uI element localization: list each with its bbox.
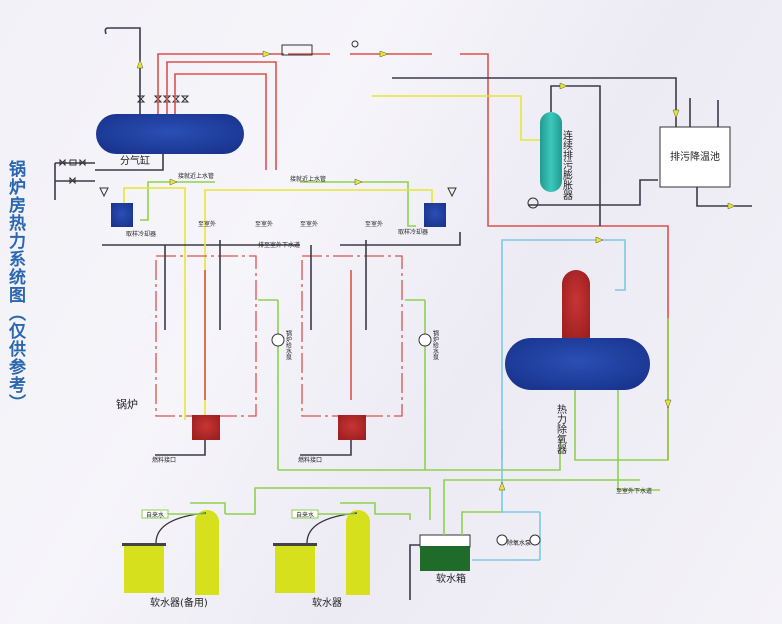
thermal-deaerator: 热力除氧器 至室外下水道 <box>501 236 672 495</box>
steam-header-label: 分气缸 <box>120 154 150 167</box>
trap-valves <box>59 158 86 185</box>
expander-vessel <box>540 112 562 192</box>
outdoor-label-1: 至室外 <box>198 220 216 228</box>
softener-backup: 自来水 软水器(备用) <box>122 487 431 609</box>
pool-box <box>659 126 731 188</box>
deaerator-label: 热力除氧器 <box>555 403 567 455</box>
steam-header: 分气缸 <box>54 27 290 200</box>
vent-pipe <box>104 27 141 114</box>
drain-near-right: 接就近上水管 <box>290 175 326 183</box>
pool-label: 排污降温池 <box>670 150 720 163</box>
feed-pump-left-label: 锅炉给水泵 <box>285 329 292 360</box>
sample-cooler-right: 取样冷却器 接就近上水管 <box>204 175 461 420</box>
deaerator-head <box>562 270 590 340</box>
sample-cooler-left: 取样冷却器 接就近上水管 <box>99 172 300 420</box>
pressure-gauge <box>351 40 359 48</box>
brine-tank-backup <box>124 545 164 593</box>
deaerator-pump-label: 除氧水泵 <box>507 539 531 547</box>
deaerator-pump-1 <box>496 534 508 546</box>
steam-main <box>262 40 669 460</box>
sample-cooler-right-label: 取样冷却器 <box>398 228 428 236</box>
blowdown-cooling-pool: 排污降温池 <box>659 98 752 210</box>
soft-water-level <box>420 546 470 571</box>
feed-pump-right-label: 锅炉给水泵 <box>432 329 439 360</box>
fuel-inlet-2: 燃料接口 <box>298 456 322 464</box>
outdoor-label-4: 至室外 <box>365 220 383 228</box>
diagram-title: 锅炉房热力系统图（仅供参考） <box>5 160 25 412</box>
softener-backup-column <box>195 510 219 595</box>
soft-tank-label: 软水箱 <box>436 572 466 585</box>
steam-header-vessel <box>96 114 244 154</box>
boiler-label: 锅炉 <box>116 398 138 411</box>
tap-water-1: 自来水 <box>146 511 164 519</box>
boiler-left-burner <box>192 415 220 440</box>
boiler-left: 燃料接口 <box>152 240 257 464</box>
header-valves <box>136 95 190 103</box>
deaerator-tank <box>505 338 650 390</box>
sewer-label: 排至室外下水道 <box>258 241 300 249</box>
outdoor-label-2: 至室外 <box>255 220 273 228</box>
drain-near-left: 接就近上水管 <box>178 172 214 180</box>
brine-tank <box>275 545 315 593</box>
feed-pump-right: 锅炉给水泵 <box>405 299 439 470</box>
feed-header <box>278 440 561 471</box>
continuous-blowdown-expander: 连续排污膨胀器 <box>372 77 680 226</box>
sample-cooler-left-label: 取样冷却器 <box>126 230 156 238</box>
steam-line-2 <box>166 61 277 170</box>
feed-pump-left: 锅炉给水泵 <box>258 299 292 470</box>
steam-line-1 <box>157 53 270 114</box>
soft-water-tank: 软水箱 除氧水泵 <box>409 430 640 600</box>
tap-water-2: 自来水 <box>296 511 314 519</box>
softener-label: 软水器 <box>312 596 342 609</box>
deaerator-pump-2 <box>529 534 541 546</box>
fuel-inlet-1: 燃料接口 <box>152 456 176 464</box>
softener-backup-label: 软水器(备用) <box>150 596 208 609</box>
pressure-reducing-valve <box>281 44 313 56</box>
steam-line-3 <box>174 73 267 170</box>
softener-main: 自来水 软水器 <box>273 502 411 609</box>
boiler-right-burner <box>338 415 366 440</box>
sewer-label-2: 至室外下水道 <box>616 487 652 495</box>
outdoor-label-3: 至室外 <box>300 220 318 228</box>
expander-label: 连续排污膨胀器 <box>561 129 573 201</box>
boiler-right: 燃料接口 <box>298 240 403 464</box>
flow-arrow <box>136 59 144 69</box>
softener-column <box>346 510 370 595</box>
